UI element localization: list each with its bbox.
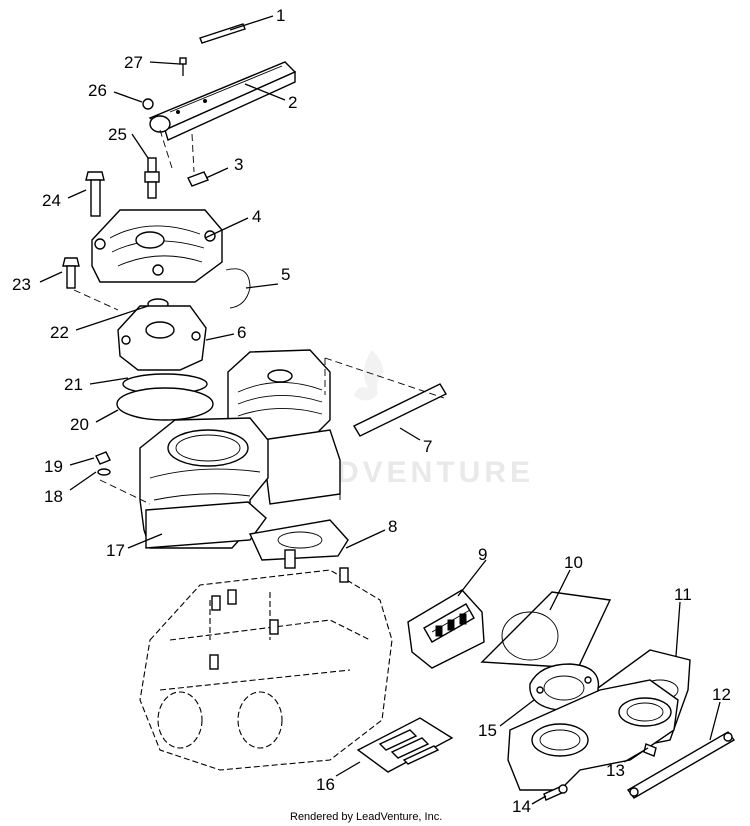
callout-9: 9 [478,545,487,564]
leader-lines [39,15,721,805]
rear-cylinder [227,349,341,505]
watermark-logo [354,350,384,401]
callout-10: 10 [564,553,583,572]
part-4-head-cover [91,209,223,283]
crankcase [139,549,393,771]
dash-2-25 [159,129,173,169]
callout-4: 4 [252,207,261,226]
callout-7: 7 [423,437,432,456]
callout-1: 1 [276,6,285,25]
callout-22: 22 [50,323,69,342]
callout-6: 6 [237,323,246,342]
part-9-reed-valve [407,589,485,669]
part-17-cylinder [139,417,269,549]
callout-23: 23 [12,275,31,294]
part-18-washer [97,468,111,476]
callout-21: 21 [64,375,83,394]
callout-15: 15 [478,721,497,740]
part-24-bolt [85,171,105,217]
callout-18: 18 [44,487,63,506]
part-10-gasket [480,591,612,669]
part-26-nut [142,98,154,110]
callout-3: 3 [234,155,243,174]
part-2-rail [148,61,297,141]
callout-25: 25 [108,125,127,144]
callout-19: 19 [44,457,63,476]
callout-17: 17 [106,541,125,560]
callout-11: 11 [674,585,692,604]
part-8-base-gasket [248,519,349,561]
part-19-nut [95,451,111,465]
callout-26: 26 [88,81,107,100]
callout-5: 5 [281,265,290,284]
callout-labels: 1 2 3 4 5 6 7 8 9 10 11 12 13 14 15 16 1… [12,6,731,816]
callout-20: 20 [70,415,89,434]
callout-13: 13 [606,761,625,780]
part-7-bracket [324,357,447,437]
dash-2-3 [191,133,195,173]
intake-manifold [507,679,679,791]
callout-12: 12 [712,685,731,704]
part-14-bolt [543,784,568,801]
part-6-jacket [117,305,207,371]
callout-16: 16 [316,775,335,794]
callout-14: 14 [512,797,531,816]
part-12-strap [626,731,736,799]
callout-24: 24 [42,191,61,210]
part-25-spark-plug [144,157,160,199]
part-20-gasket-ring [116,387,214,421]
callout-27: 27 [124,53,143,72]
callout-8: 8 [388,517,397,536]
footer-credit: Rendered by LeadVenture, Inc. [290,811,442,823]
part-3-plate [187,171,209,187]
dash-18-17 [99,479,151,505]
dash-23-6 [73,289,119,311]
callout-2: 2 [288,93,297,112]
part-16-reed-plate [356,717,454,773]
part-27-screw [179,57,187,76]
part-23-bolt [62,257,80,289]
